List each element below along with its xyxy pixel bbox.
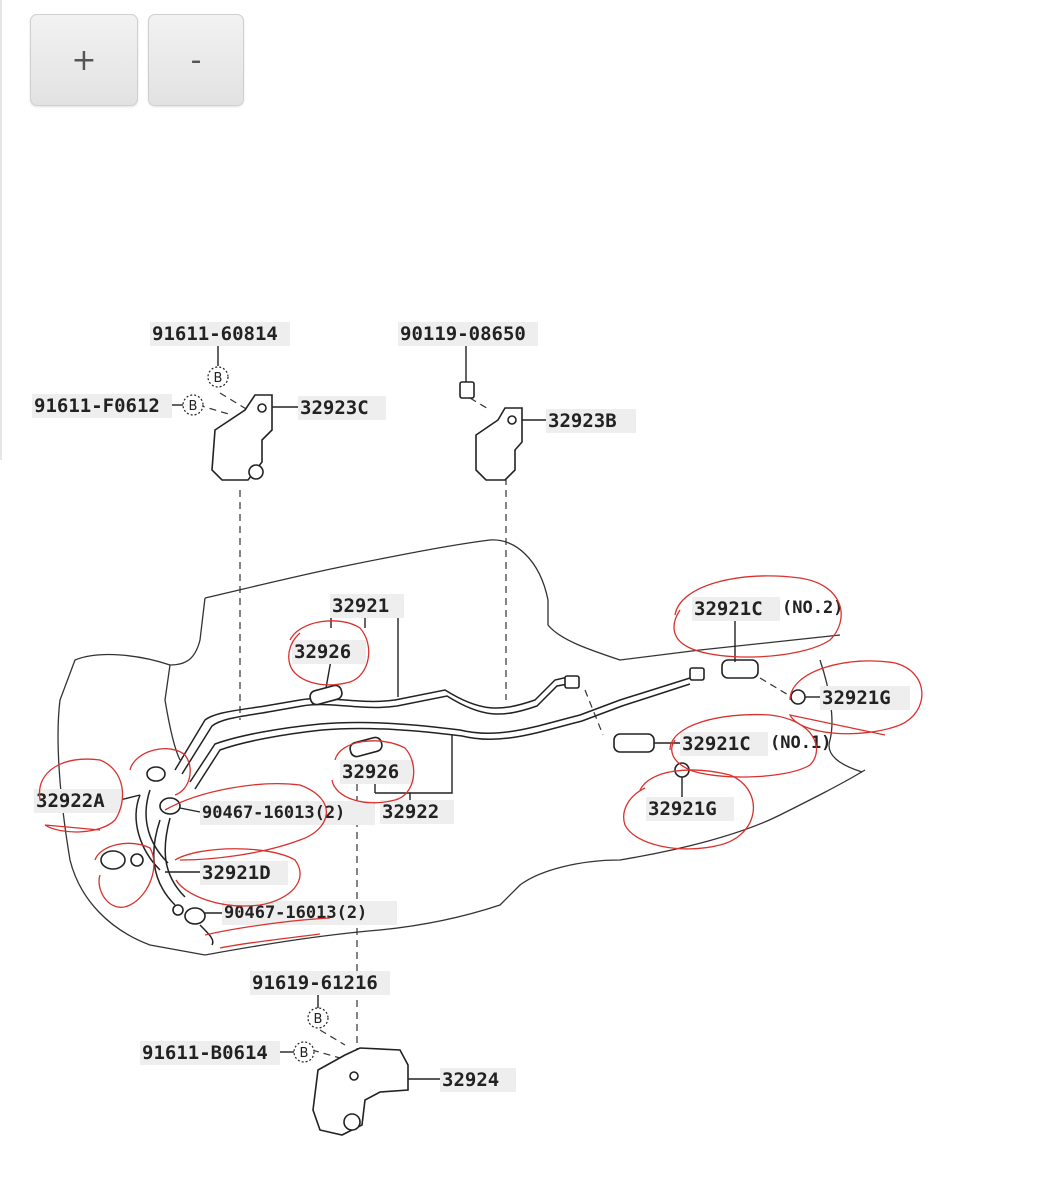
svg-text:B: B [314,1012,323,1027]
label-91611-F0612: 91611-F0612 [34,395,160,417]
label-32921D: 32921D [202,862,271,884]
page-left-edge [0,0,2,460]
label-32922: 32922 [382,801,439,823]
label-32923B: 32923B [548,410,617,432]
oil-cooler-tubes [174,676,691,790]
label-91611-60814: 91611-60814 [152,323,278,345]
bracket-32923C [211,394,273,481]
svg-text:B: B [214,371,223,386]
label-32921G-right: 32921G [822,687,891,709]
label-32921G-bottom: 32921G [648,798,717,820]
label-32921: 32921 [332,595,389,617]
label-32924: 32924 [442,1069,499,1091]
transmission-outline [57,539,866,956]
label-90119-08650: 90119-08650 [400,323,526,345]
label-32921C-no2-note: (NO.2) [782,598,843,618]
red-annotation-circles [38,575,923,949]
part-labels: 91611-60814 91611-F0612 32923C 90119-086… [34,323,891,1091]
bolt-markers: B B B B [182,366,329,1063]
label-90467-16013-a: 90467-16013(2) [202,803,345,823]
bolt-marker-left: B [182,394,204,416]
label-32923C: 32923C [300,397,369,419]
label-91619-61216: 91619-61216 [252,972,378,994]
label-highlights [32,322,910,1092]
label-32921C-no1-note: (NO.1) [770,733,831,753]
leader-lines [119,343,820,1080]
bolt-marker-lower-top: B [307,1007,329,1029]
bracket-32923B [475,407,523,481]
label-90467-16013-b: 90467-16013(2) [224,903,367,923]
bolt-marker-top: B [207,366,229,388]
label-32921C-no2: 32921C [694,598,763,620]
guide-lines [197,392,791,1059]
svg-text:B: B [189,399,198,414]
label-32926-top: 32926 [294,641,351,663]
bracket-32924 [312,1047,409,1136]
zoom-out-button[interactable]: - [148,14,244,106]
label-32921C-no1: 32921C [682,733,751,755]
label-91611-B0614: 91611-B0614 [142,1042,268,1064]
label-32922A: 32922A [36,790,105,812]
bolt-marker-lower-left: B [293,1041,315,1063]
svg-text:B: B [300,1046,309,1061]
label-32926-bottom: 32926 [342,761,399,783]
zoom-in-button[interactable]: + [30,14,138,106]
small-parts [100,381,806,925]
